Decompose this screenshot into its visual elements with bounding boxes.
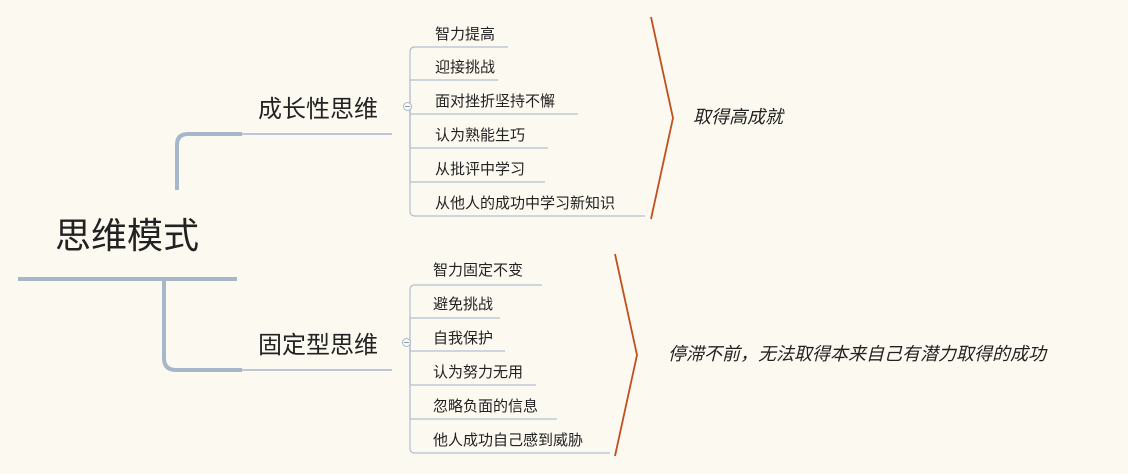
leaf-growth-3[interactable]: 面对挫折坚持不懈 [435, 92, 556, 110]
collapse-fixed-icon[interactable] [402, 338, 411, 347]
bracket-fixed [614, 253, 638, 457]
outcome-growth[interactable]: 取得高成就 [693, 107, 783, 128]
leaf-growth-5[interactable]: 从批评中学习 [435, 160, 526, 178]
branch-growth-mindset[interactable]: 成长性思维 [258, 95, 378, 123]
leaf-fixed-2[interactable]: 避免挑战 [433, 295, 494, 313]
leaf-growth-2[interactable]: 迎接挑战 [435, 58, 496, 76]
root-topic[interactable]: 思维模式 [55, 216, 200, 257]
connector-fixed [162, 281, 242, 372]
connector-growth [175, 132, 242, 190]
leaf-growth-6[interactable]: 从他人的成功中学习新知识 [435, 194, 616, 212]
bracket-growth [650, 16, 674, 220]
branch-fixed-mindset[interactable]: 固定型思维 [258, 331, 378, 359]
leaf-fixed-5[interactable]: 忽略负面的信息 [433, 397, 539, 415]
leaf-lines-fixed [409, 284, 610, 454]
leaf-fixed-3[interactable]: 自我保护 [433, 329, 494, 347]
outcome-fixed[interactable]: 停滞不前，无法取得本来自己有潜力取得的成功 [668, 344, 1046, 365]
collapse-growth-icon[interactable] [403, 102, 412, 111]
leaf-fixed-4[interactable]: 认为努力无用 [433, 363, 524, 381]
leaf-growth-4[interactable]: 认为熟能生巧 [435, 126, 526, 144]
leaf-growth-1[interactable]: 智力提高 [435, 25, 496, 43]
leaf-fixed-6[interactable]: 他人成功自己感到威胁 [433, 431, 584, 449]
leaf-fixed-1[interactable]: 智力固定不变 [433, 261, 524, 279]
leaf-lines-growth [409, 46, 645, 217]
